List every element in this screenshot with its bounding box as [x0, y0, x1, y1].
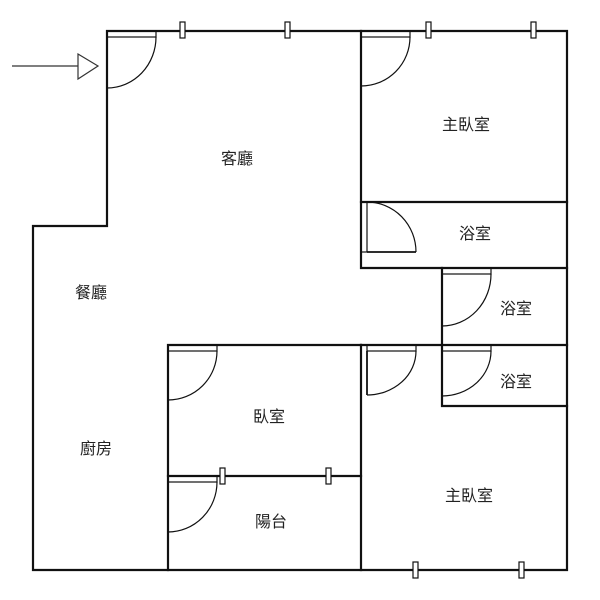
entrance-door	[106, 30, 157, 89]
window-marker	[284, 21, 291, 39]
room-label-bathroom-1: 浴室	[459, 224, 491, 243]
room-label-dining-room: 餐廳	[75, 283, 107, 302]
window-marker	[530, 21, 537, 39]
room-label-bedroom: 臥室	[253, 407, 285, 426]
door-master-bedroom-bottom	[366, 344, 417, 396]
window-marker	[412, 561, 419, 579]
window-marker	[425, 21, 432, 39]
room-label-balcony: 陽台	[255, 512, 287, 531]
window-marker	[518, 561, 525, 579]
room-label-kitchen: 廚房	[80, 439, 112, 458]
door-balcony	[167, 475, 218, 533]
room-label-master-bedroom-bottom: 主臥室	[445, 486, 493, 505]
windows	[179, 21, 537, 579]
entrance-arrow-icon	[12, 52, 100, 81]
room-label-master-bedroom-top: 主臥室	[442, 115, 490, 134]
door-master-bedroom-top	[360, 30, 411, 87]
window-marker	[179, 21, 186, 39]
door-bathroom-2	[441, 267, 492, 327]
door-bathroom-1	[360, 201, 417, 253]
room-label-bathroom-2: 浴室	[500, 299, 532, 318]
outer-wall	[31, 29, 569, 572]
door-bedroom	[167, 344, 218, 401]
door-bathroom-3	[441, 344, 492, 397]
window-marker	[325, 467, 332, 485]
window-marker	[219, 467, 226, 485]
room-label-living-room: 客廳	[221, 149, 253, 168]
room-label-bathroom-3: 浴室	[500, 372, 532, 391]
